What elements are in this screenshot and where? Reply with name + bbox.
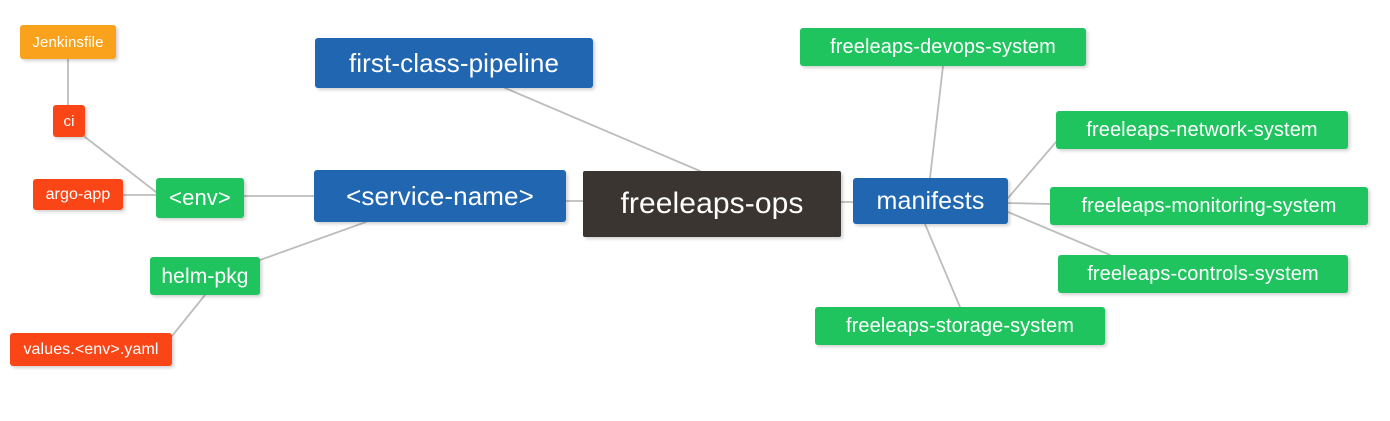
- node-service-name[interactable]: <service-name>: [314, 170, 566, 222]
- edge-values-env-yaml-to-helm-pkg: [171, 294, 206, 337]
- edge-helm-pkg-to-service-name: [259, 221, 367, 261]
- node-ci[interactable]: ci: [53, 105, 85, 137]
- node-freeleaps-ops[interactable]: freeleaps-ops: [583, 171, 841, 237]
- node-argo-app[interactable]: argo-app: [33, 179, 123, 210]
- edge-manifests-to-freeleaps-devops-system: [929, 65, 944, 179]
- node-helm-pkg[interactable]: helm-pkg: [150, 257, 260, 295]
- node-freeleaps-monitoring-system[interactable]: freeleaps-monitoring-system: [1050, 187, 1368, 225]
- edge-first-class-pipeline-to-freeleaps-ops: [504, 87, 701, 172]
- node-freeleaps-storage-system[interactable]: freeleaps-storage-system: [815, 307, 1105, 345]
- edge-manifests-to-freeleaps-network-system: [1007, 141, 1057, 199]
- node-manifests[interactable]: manifests: [853, 178, 1008, 224]
- node-freeleaps-controls-system[interactable]: freeleaps-controls-system: [1058, 255, 1348, 293]
- node-values-env-yaml[interactable]: values.<env>.yaml: [10, 333, 172, 366]
- node-freeleaps-devops-system[interactable]: freeleaps-devops-system: [800, 28, 1086, 66]
- edge-manifests-to-freeleaps-monitoring-system: [1007, 202, 1051, 205]
- node-freeleaps-network-system[interactable]: freeleaps-network-system: [1056, 111, 1348, 149]
- node-first-class-pipeline[interactable]: first-class-pipeline: [315, 38, 593, 88]
- node-jenkinsfile[interactable]: Jenkinsfile: [20, 25, 116, 59]
- node-env[interactable]: <env>: [156, 178, 244, 218]
- edge-manifests-to-freeleaps-storage-system: [924, 223, 961, 308]
